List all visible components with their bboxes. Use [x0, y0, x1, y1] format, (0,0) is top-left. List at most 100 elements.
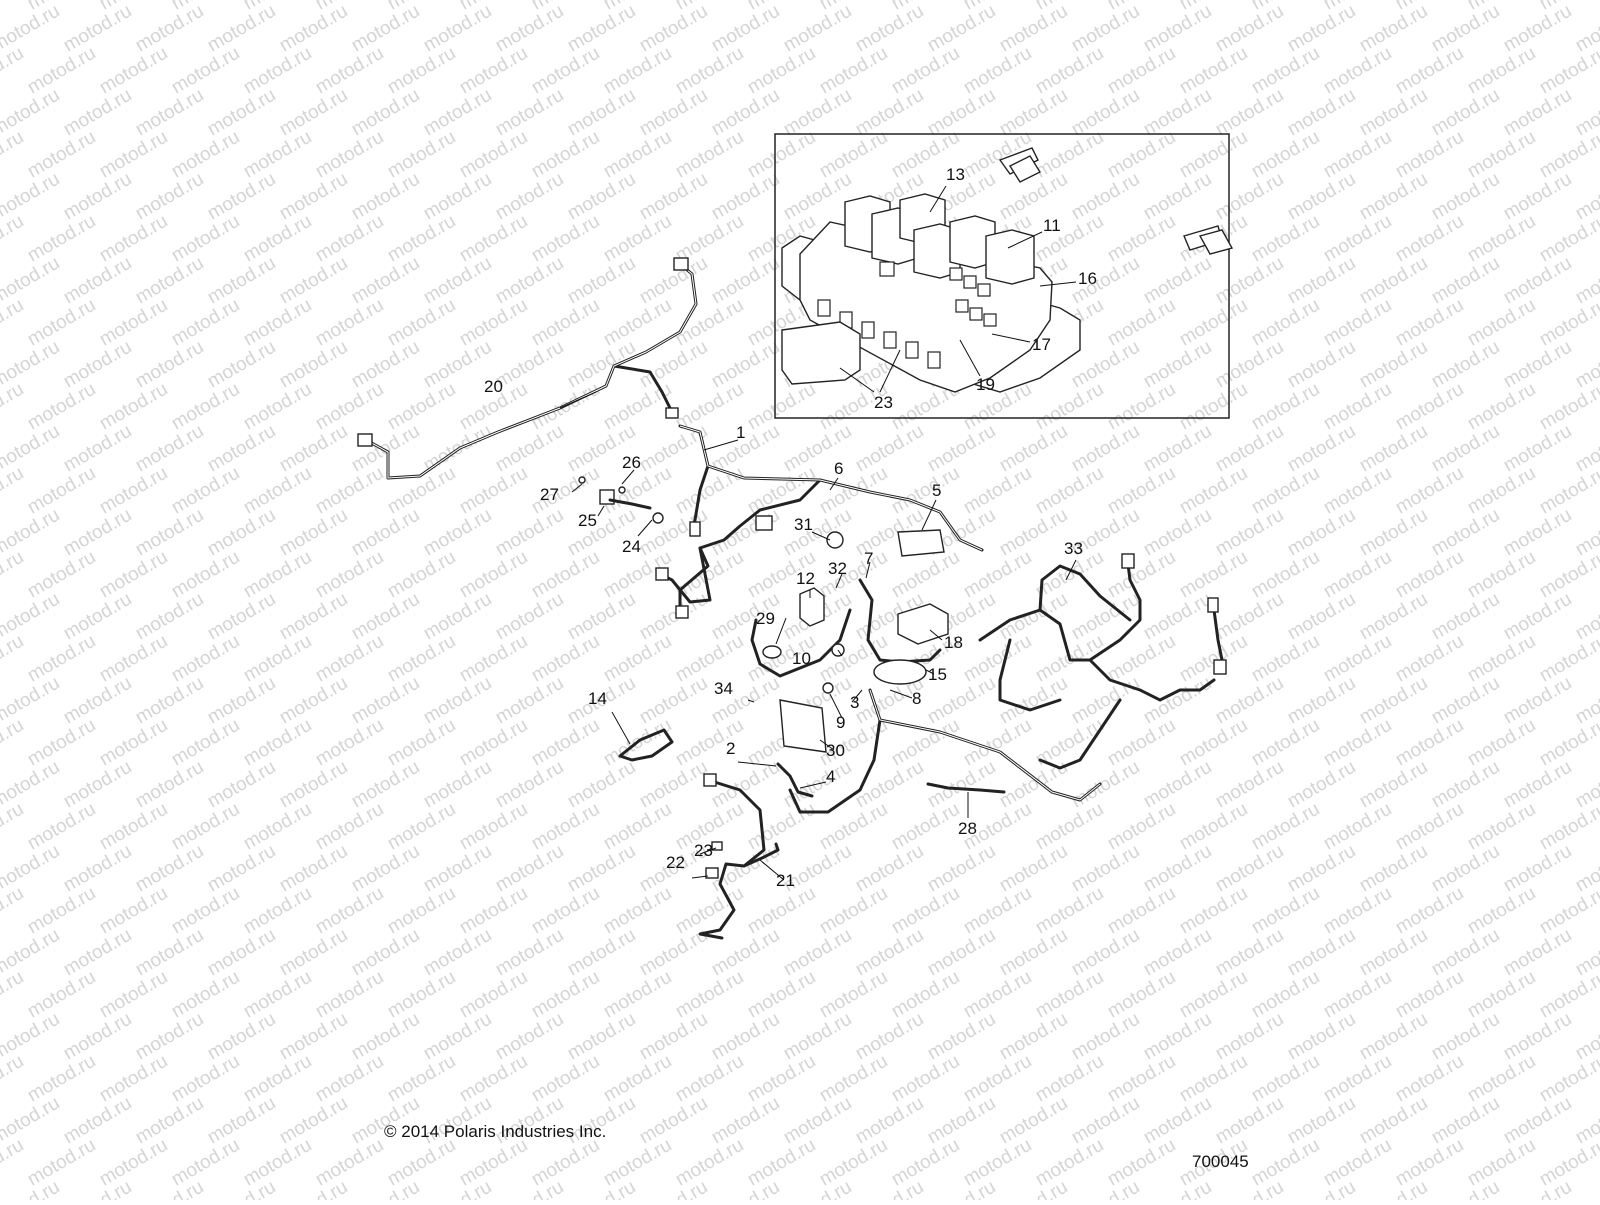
callout-numbers: 13 11 16 17 19 23 1 6 5 26 27 25 24 31 7…	[484, 165, 1097, 890]
watermark-text: motod.ru	[1104, 883, 1179, 939]
watermark-text: motod.ru	[168, 715, 243, 771]
watermark-text: motod.ru	[1428, 673, 1503, 729]
watermark-text: motod.ru	[960, 883, 1035, 939]
watermark-text: motod.ru	[1032, 1135, 1107, 1191]
callout-3: 3	[850, 693, 859, 712]
watermark-text: motod.ru	[1464, 211, 1539, 267]
watermark-text: motod.ru	[420, 169, 495, 225]
watermark-text: motod.ru	[1392, 883, 1467, 939]
watermark-text: motod.ru	[1500, 1009, 1575, 1065]
watermark-text: motod.ru	[1104, 127, 1179, 183]
watermark-text: motod.ru	[0, 1135, 27, 1191]
watermark-text: motod.ru	[1248, 715, 1323, 771]
watermark-text: motod.ru	[348, 673, 423, 729]
watermark-text: motod.ru	[996, 1009, 1071, 1065]
watermark-text: motod.ru	[1212, 757, 1287, 813]
watermark-text: motod.ru	[456, 43, 531, 99]
watermark-text: motod.ru	[420, 85, 495, 141]
watermark-text: motod.ru	[1176, 43, 1251, 99]
harness-21	[698, 773, 780, 940]
callout-33: 33	[1064, 539, 1083, 558]
watermark-text: motod.ru	[96, 1051, 171, 1107]
watermark-text: motod.ru	[276, 1, 351, 57]
watermark-text: motod.ru	[348, 841, 423, 897]
watermark-text: motod.ru	[420, 253, 495, 309]
watermark-text: motod.ru	[1356, 1009, 1431, 1065]
watermark-text: motod.ru	[1140, 1009, 1215, 1065]
watermark-text: motod.ru	[1212, 1009, 1287, 1065]
watermark-text: motod.ru	[132, 337, 207, 393]
watermark-text: motod.ru	[708, 169, 783, 225]
watermark-text: motod.ru	[276, 85, 351, 141]
watermark-text: motod.ru	[636, 337, 711, 393]
watermark-text: motod.ru	[600, 631, 675, 687]
relay-12	[799, 587, 825, 627]
watermark-text: motod.ru	[1212, 1177, 1287, 1200]
watermark-text: motod.ru	[204, 1093, 279, 1149]
watermark-text: motod.ru	[888, 883, 963, 939]
watermark-text: motod.ru	[1356, 505, 1431, 561]
watermark-text: motod.ru	[0, 883, 27, 939]
watermark-text: motod.ru	[348, 169, 423, 225]
watermark-text: motod.ru	[1176, 715, 1251, 771]
watermark-text: motod.ru	[168, 883, 243, 939]
watermark-text: motod.ru	[1356, 925, 1431, 981]
watermark-text: motod.ru	[744, 43, 819, 99]
watermark-text: motod.ru	[924, 1093, 999, 1149]
watermark-text: motod.ru	[24, 883, 99, 939]
watermark-text: motod.ru	[1356, 757, 1431, 813]
watermark-text: motod.ru	[276, 337, 351, 393]
watermark-text: motod.ru	[492, 169, 567, 225]
watermark-text: motod.ru	[1320, 463, 1395, 519]
watermark-text: motod.ru	[96, 211, 171, 267]
watermark-text: motod.ru	[276, 253, 351, 309]
watermark-text: motod.ru	[564, 841, 639, 897]
watermark-text: motod.ru	[276, 1177, 351, 1200]
watermark-text: motod.ru	[996, 1177, 1071, 1200]
watermark-text: motod.ru	[168, 967, 243, 1023]
watermark-text: motod.ru	[1464, 883, 1539, 939]
watermark-text: motod.ru	[96, 379, 171, 435]
watermark-text: motod.ru	[636, 673, 711, 729]
watermark-text: motod.ru	[132, 1177, 207, 1200]
watermark-text: motod.ru	[1140, 421, 1215, 477]
callout-32: 32	[828, 559, 847, 578]
watermark-text: motod.ru	[456, 127, 531, 183]
watermark-text: motod.ru	[1176, 547, 1251, 603]
watermark-text: motod.ru	[852, 925, 927, 981]
bolt-top	[998, 147, 1042, 183]
watermark-text: motod.ru	[960, 967, 1035, 1023]
watermark-text: motod.ru	[816, 1135, 891, 1191]
watermark-text: motod.ru	[636, 1177, 711, 1200]
watermark-text: motod.ru	[1032, 967, 1107, 1023]
watermark-text: motod.ru	[852, 841, 927, 897]
callout-25: 25	[578, 511, 597, 530]
watermark-text: motod.ru	[1104, 967, 1179, 1023]
watermark-text: motod.ru	[168, 631, 243, 687]
watermark-text: motod.ru	[204, 421, 279, 477]
watermark-text: motod.ru	[420, 673, 495, 729]
watermark-text: motod.ru	[816, 463, 891, 519]
callout-12: 12	[796, 569, 815, 588]
watermark-text: motod.ru	[1428, 337, 1503, 393]
watermark-text: motod.ru	[744, 379, 819, 435]
watermark-text: motod.ru	[240, 883, 315, 939]
watermark-text: motod.ru	[600, 967, 675, 1023]
watermark-text: motod.ru	[1464, 631, 1539, 687]
watermark-text: motod.ru	[1500, 505, 1575, 561]
watermark-text: motod.ru	[1464, 715, 1539, 771]
watermark-text: motod.ru	[384, 967, 459, 1023]
watermark-text: motod.ru	[1356, 169, 1431, 225]
watermark-text: motod.ru	[1392, 1135, 1467, 1191]
watermark-text: motod.ru	[600, 379, 675, 435]
watermark-text: motod.ru	[636, 85, 711, 141]
watermark-text: motod.ru	[1464, 127, 1539, 183]
watermark-text: motod.ru	[1104, 211, 1179, 267]
watermark-text: motod.ru	[1176, 379, 1251, 435]
watermark-text: motod.ru	[1320, 631, 1395, 687]
watermark-text: motod.ru	[1464, 1135, 1539, 1191]
watermark-text: motod.ru	[1104, 715, 1179, 771]
watermark-text: motod.ru	[348, 589, 423, 645]
watermark-text: motod.ru	[1464, 967, 1539, 1023]
cable-28	[926, 782, 1006, 794]
